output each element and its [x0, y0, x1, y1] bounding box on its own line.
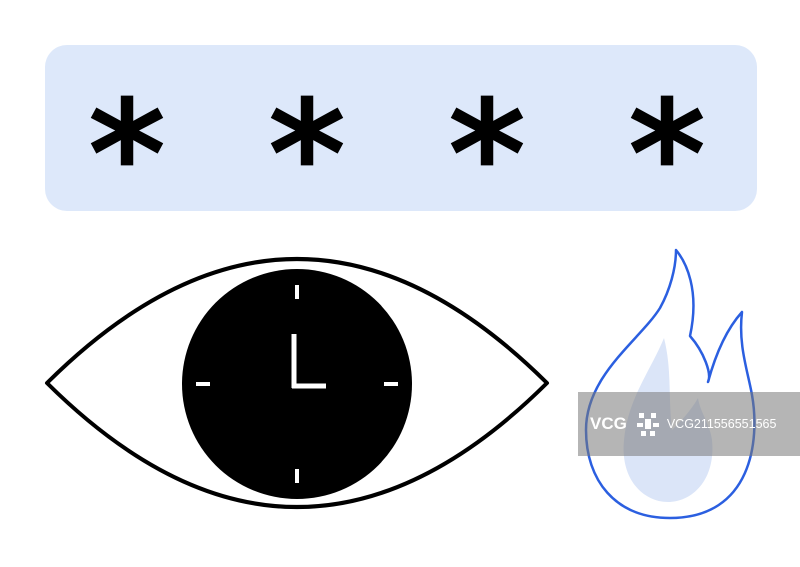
watermark-brand: VCG: [590, 414, 627, 433]
watermark: VCG VCG211556551565: [578, 392, 800, 456]
masked-char: *: [627, 69, 707, 243]
masked-char: *: [267, 69, 347, 243]
flame-icon: [584, 248, 756, 520]
clock-icon: [182, 269, 412, 499]
password-field: * * * *: [45, 45, 757, 243]
masked-char: *: [87, 69, 167, 243]
masked-char: *: [447, 69, 527, 243]
watermark-logo-icon: [636, 413, 659, 436]
watermark-id: VCG211556551565: [666, 417, 777, 431]
